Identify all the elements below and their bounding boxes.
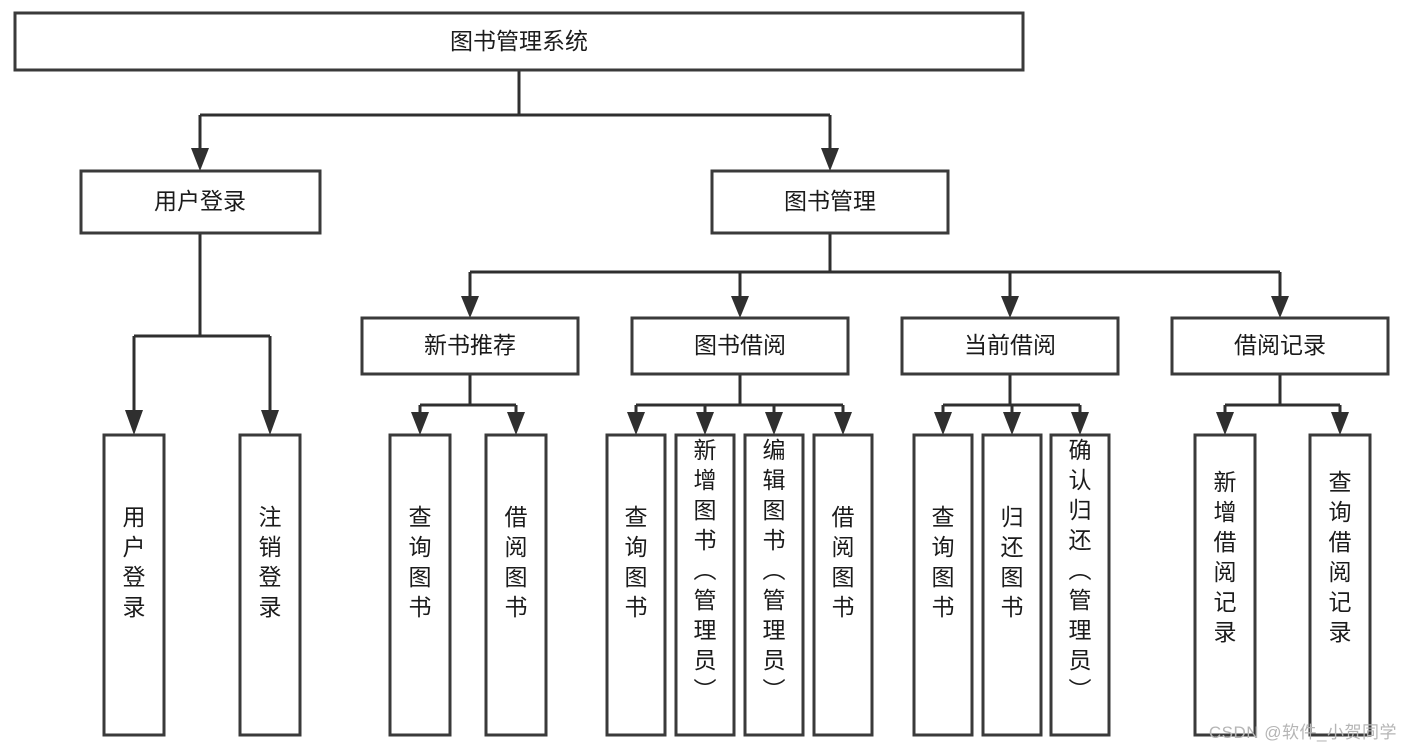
- node-current-borrow-label: 当前借阅: [964, 332, 1056, 358]
- arrow-head-leaf-borrow-book-1: [507, 412, 525, 435]
- node-leaf-confirm-return[interactable]: 确认归还︵管理员︶: [1049, 433, 1111, 737]
- node-leaf-borrow-book-box[interactable]: [812, 433, 874, 737]
- arrow-head-user-login: [191, 148, 209, 171]
- node-leaf-edit-book[interactable]: 编辑图书︵管理员︶: [743, 433, 805, 737]
- arrow-head-borrow-record: [1271, 296, 1289, 318]
- node-leaf-query-book-borrow[interactable]: 查询图书: [605, 433, 667, 737]
- arrow-head-leaf-return-book: [1003, 412, 1021, 435]
- arrow-head-leaf-query-book-1: [411, 412, 429, 435]
- node-book-borrow-label: 图书借阅: [694, 332, 786, 358]
- node-leaf-return-book-box[interactable]: [981, 433, 1043, 737]
- node-leaf-query-book-current-box[interactable]: [912, 433, 974, 737]
- arrow-head-book-borrow: [731, 296, 749, 318]
- node-leaf-logout-label: 注销登录: [259, 504, 282, 620]
- node-leaf-query-borrow-record-box[interactable]: [1308, 433, 1372, 737]
- node-leaf-borrow-book-label: 借阅图书: [832, 504, 855, 620]
- arrow-head-leaf-logout: [261, 410, 279, 435]
- node-new-book-recommend-label: 新书推荐: [424, 332, 516, 358]
- node-leaf-query-book-newbook-box[interactable]: [388, 433, 452, 737]
- node-root-system-label: 图书管理系统: [450, 28, 588, 54]
- node-book-management-label: 图书管理: [784, 188, 876, 214]
- node-borrow-record-box[interactable]: [1170, 316, 1390, 376]
- arrow-head-leaf-query-book-3: [934, 412, 952, 435]
- node-book-management[interactable]: 图书管理: [710, 169, 950, 235]
- arrow-head-new-book-rec: [461, 296, 479, 318]
- node-leaf-return-book[interactable]: 归还图书: [981, 433, 1043, 737]
- arrow-head-leaf-confirm-return: [1071, 412, 1089, 435]
- node-leaf-borrow-book-newbook-box[interactable]: [484, 433, 548, 737]
- node-leaf-query-borrow-record-label: 查询借阅记录: [1329, 469, 1352, 645]
- node-leaf-edit-book-box[interactable]: [743, 433, 805, 737]
- node-root-system-box[interactable]: [13, 11, 1025, 72]
- node-leaf-add-borrow-record[interactable]: 新增借阅记录: [1193, 433, 1257, 737]
- arrow-head-leaf-add-book: [696, 412, 714, 435]
- node-new-book-recommend[interactable]: 新书推荐: [360, 316, 580, 376]
- node-leaf-query-book-current[interactable]: 查询图书: [912, 433, 974, 737]
- arrow-head-leaf-user-login: [125, 410, 143, 435]
- node-leaf-user-login[interactable]: 用户登录: [102, 433, 166, 737]
- arrow-head-current-borrow: [1001, 296, 1019, 318]
- node-leaf-borrow-book[interactable]: 借阅图书: [812, 433, 874, 737]
- node-leaf-edit-book-label: 编辑图书︵管理员︶: [763, 437, 786, 703]
- node-leaf-query-book-current-label: 查询图书: [932, 504, 955, 620]
- node-user-login-box[interactable]: [79, 169, 322, 235]
- node-leaf-confirm-return-box[interactable]: [1049, 433, 1111, 737]
- node-leaf-user-login-box[interactable]: [102, 433, 166, 737]
- node-borrow-record-label: 借阅记录: [1234, 332, 1326, 358]
- watermark-csdn: CSDN @软件_小贺同学: [1208, 723, 1397, 742]
- node-current-borrow[interactable]: 当前借阅: [900, 316, 1120, 376]
- node-leaf-borrow-book-newbook[interactable]: 借阅图书: [484, 433, 548, 737]
- arrow-head-leaf-borrow-book-2: [834, 412, 852, 435]
- node-leaf-user-login-label: 用户登录: [123, 504, 146, 620]
- node-leaf-query-book-newbook[interactable]: 查询图书: [388, 433, 452, 737]
- node-leaf-add-borrow-record-box[interactable]: [1193, 433, 1257, 737]
- node-leaf-logout-box[interactable]: [238, 433, 302, 737]
- node-leaf-add-book-label: 新增图书︵管理员︶: [694, 437, 717, 703]
- node-user-login[interactable]: 用户登录: [79, 169, 322, 235]
- arrow-head-leaf-query-book-2: [627, 412, 645, 435]
- node-leaf-add-borrow-record-label: 新增借阅记录: [1214, 469, 1237, 645]
- node-borrow-record[interactable]: 借阅记录: [1170, 316, 1390, 376]
- node-book-borrow-box[interactable]: [630, 316, 850, 376]
- node-leaf-query-book-borrow-label: 查询图书: [625, 504, 648, 620]
- arrow-head-leaf-add-record: [1216, 412, 1234, 435]
- node-leaf-query-borrow-record[interactable]: 查询借阅记录: [1308, 433, 1372, 737]
- node-book-borrow[interactable]: 图书借阅: [630, 316, 850, 376]
- arrow-head-leaf-query-record: [1331, 412, 1349, 435]
- node-leaf-add-book-box[interactable]: [674, 433, 736, 737]
- arrow-head-book-mgmt: [821, 148, 839, 171]
- node-current-borrow-box[interactable]: [900, 316, 1120, 376]
- node-leaf-return-book-label: 归还图书: [1001, 504, 1024, 620]
- node-leaf-confirm-return-label: 确认归还︵管理员︶: [1069, 437, 1092, 703]
- node-leaf-query-book-borrow-box[interactable]: [605, 433, 667, 737]
- node-leaf-borrow-book-newbook-label: 借阅图书: [505, 504, 528, 620]
- node-book-management-box[interactable]: [710, 169, 950, 235]
- node-root-system[interactable]: 图书管理系统: [13, 11, 1025, 72]
- node-new-book-recommend-box[interactable]: [360, 316, 580, 376]
- connector-layer: [125, 70, 1349, 435]
- node-user-login-label: 用户登录: [154, 188, 246, 214]
- arrow-head-leaf-edit-book: [765, 412, 783, 435]
- node-leaf-query-book-newbook-label: 查询图书: [409, 504, 432, 620]
- node-leaf-logout[interactable]: 注销登录: [238, 433, 302, 737]
- node-leaf-add-book[interactable]: 新增图书︵管理员︶: [674, 433, 736, 737]
